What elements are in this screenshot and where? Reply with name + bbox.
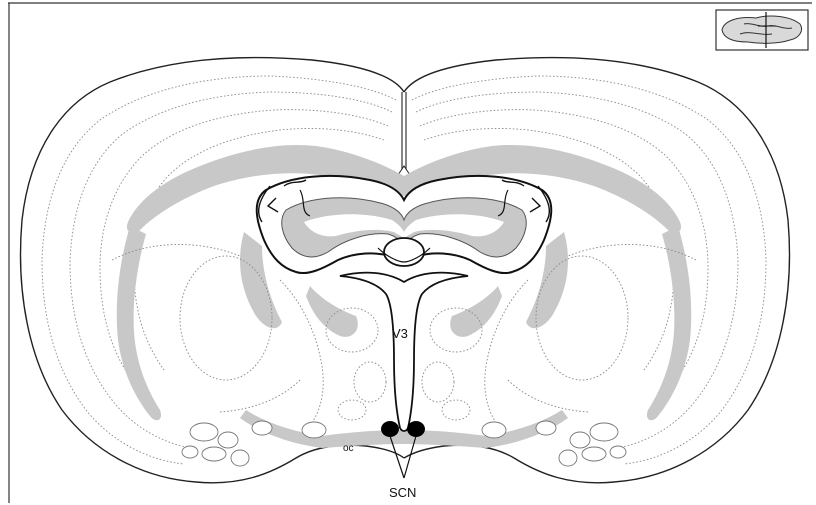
scn-right-nucleus (407, 421, 425, 437)
scn-left-nucleus (381, 421, 399, 437)
third-ventricle (340, 273, 468, 431)
label-v3: V3 (392, 326, 408, 341)
sagittal-inset (716, 10, 808, 50)
label-scn: SCN (389, 485, 416, 500)
label-oc: oc (343, 443, 354, 454)
